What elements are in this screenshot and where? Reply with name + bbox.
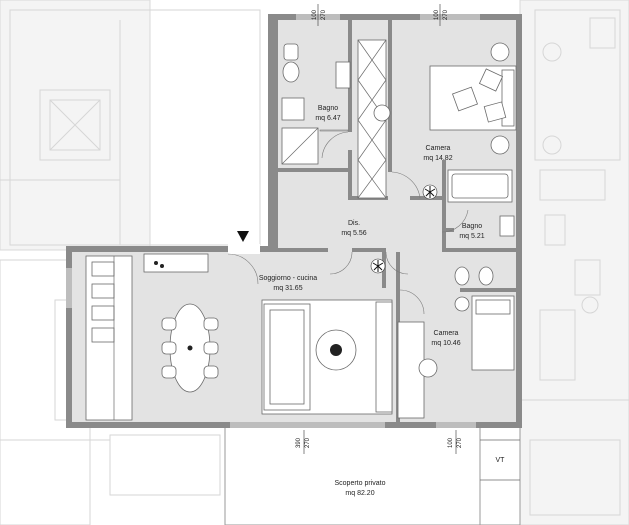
svg-text:270: 270: [305, 437, 311, 448]
dimension-bottom-left: 390 270: [296, 430, 311, 454]
bedroom-2-furniture: [397, 289, 515, 419]
outdoor-area: [224, 423, 521, 525]
svg-text:100: 100: [434, 9, 440, 20]
svg-text:Camera: Camera: [434, 330, 459, 337]
label-camera-1: Camera mq 14.82: [423, 145, 452, 162]
closet-hall: [357, 39, 391, 199]
plant-icon: [422, 184, 438, 200]
label-camera-2: Camera mq 10.46: [431, 330, 460, 347]
svg-text:Bagno: Bagno: [318, 105, 338, 112]
svg-text:100: 100: [312, 9, 318, 20]
svg-text:Dis.: Dis.: [348, 220, 360, 227]
entrance-arrow-icon: [237, 231, 249, 242]
svg-text:Soggiorno - cucina: Soggiorno - cucina: [259, 275, 317, 282]
dimension-top-left: 100 270: [312, 4, 327, 26]
label-dis: Dis. mq 5.56: [341, 220, 366, 237]
svg-text:270: 270: [321, 9, 327, 20]
svg-text:mq 5.56: mq 5.56: [341, 230, 366, 237]
svg-text:270: 270: [443, 9, 449, 20]
svg-text:mq 31.65: mq 31.65: [273, 285, 302, 292]
svg-text:270: 270: [457, 437, 463, 448]
svg-text:390: 390: [296, 437, 302, 448]
dimension-top-right: 100 270: [434, 4, 449, 26]
dimension-bottom-right: 100 270: [448, 430, 463, 454]
svg-text:mq 14.82: mq 14.82: [423, 155, 452, 162]
label-scoperto-privato: Scoperto privato mq 82.20: [335, 480, 386, 497]
context-right: [519, 0, 629, 525]
label-soggiorno-cucina: Soggiorno - cucina mq 31.65: [259, 275, 317, 292]
bathroom-2-fixtures: [441, 169, 515, 286]
living-kitchen-furniture: [85, 231, 393, 421]
svg-text:100: 100: [448, 437, 454, 448]
svg-text:mq 6.47: mq 6.47: [315, 115, 340, 122]
svg-text:Camera: Camera: [426, 145, 451, 152]
svg-text:Bagno: Bagno: [462, 223, 482, 230]
dis-area: [329, 184, 438, 275]
floors: [72, 20, 518, 424]
plant-icon: [370, 258, 386, 274]
context-left: [0, 0, 261, 525]
label-vt: VT: [496, 457, 506, 464]
svg-text:mq 82.20: mq 82.20: [345, 490, 374, 497]
svg-text:Scoperto privato: Scoperto privato: [335, 480, 386, 487]
svg-text:mq 5.21: mq 5.21: [459, 233, 484, 240]
label-bagno-1: Bagno mq 6.47: [315, 105, 340, 122]
bedroom-1-furniture: [391, 42, 517, 199]
svg-text:mq 10.46: mq 10.46: [431, 340, 460, 347]
bathroom-1-fixtures: [281, 43, 351, 165]
label-bagno-2: Bagno mq 5.21: [459, 223, 484, 240]
